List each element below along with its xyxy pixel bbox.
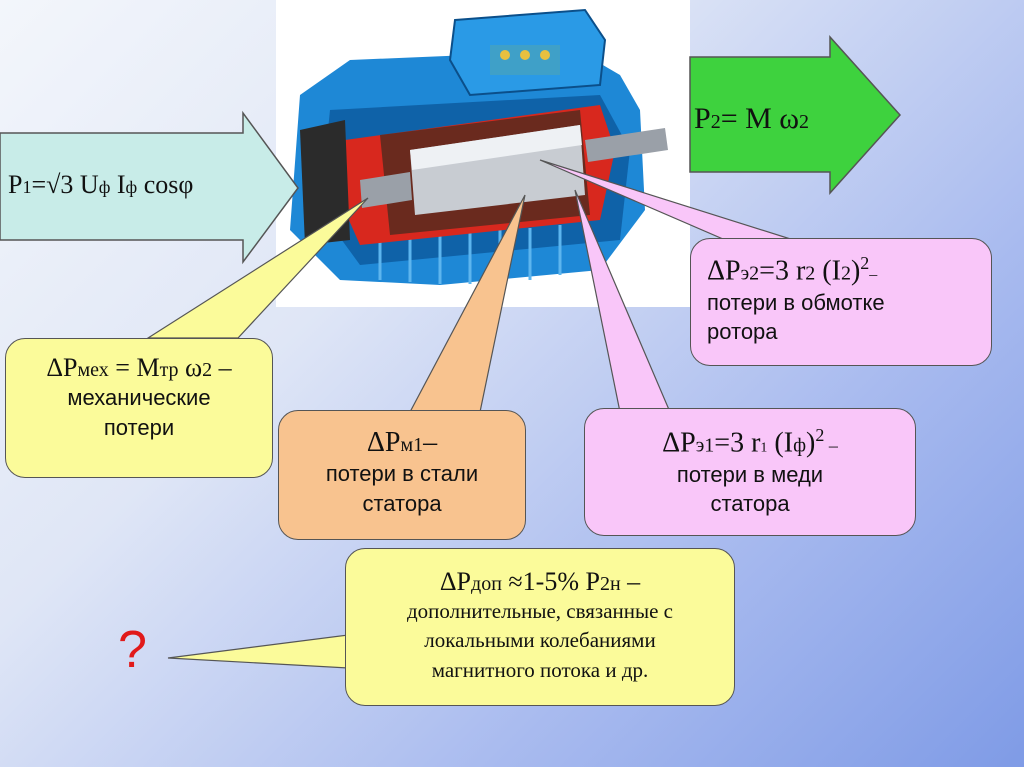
mech-losses-formula: ΔPмех = Mтр ω2 – [6, 353, 272, 383]
rotor-copper-line2: ротора [707, 317, 991, 347]
stator-steel-pointer [410, 195, 525, 412]
mech-losses-line2: потери [6, 413, 272, 443]
additional-losses-line2: локальными колебаниями [346, 626, 734, 655]
stator-steel-line1: потери в стали [279, 459, 525, 489]
rotor-copper-line1: потери в обмотке [707, 288, 991, 318]
rotor-copper-formula: ΔPэ2=3 r2 (I2)2– [707, 253, 991, 288]
mech-losses-callout: ΔPмех = Mтр ω2 – механические потери [5, 338, 273, 478]
input-power-formula: P1=√3 Uф Iф cosφ [8, 170, 193, 200]
additional-losses-formula: ΔPдоп ≈1-5% P2н – [346, 567, 734, 597]
stator-steel-formula: ΔPм1– [279, 427, 525, 459]
output-power-formula: P2= M ω2 [694, 102, 809, 136]
stator-copper-line1: потери в меди [585, 460, 915, 490]
stator-steel-callout: ΔPм1– потери в стали статора [278, 410, 526, 540]
rotor-copper-callout: ΔPэ2=3 r2 (I2)2– потери в обмотке ротора [690, 238, 992, 366]
mech-losses-line1: механические [6, 383, 272, 413]
question-mark: ? [118, 620, 147, 680]
additional-losses-line1: дополнительные, связанные с [346, 597, 734, 626]
stator-steel-line2: статора [279, 489, 525, 519]
stator-copper-line2: статора [585, 489, 915, 519]
stator-copper-formula: ΔPэ1=3 r1 (Iф)2 – [585, 425, 915, 460]
additional-losses-callout: ΔPдоп ≈1-5% P2н – дополнительные, связан… [345, 548, 735, 706]
stator-copper-callout: ΔPэ1=3 r1 (Iф)2 – потери в меди статора [584, 408, 916, 536]
stator-copper-pointer [575, 190, 670, 412]
additional-losses-pointer [168, 635, 348, 668]
additional-losses-line3: магнитного потока и др. [346, 656, 734, 685]
